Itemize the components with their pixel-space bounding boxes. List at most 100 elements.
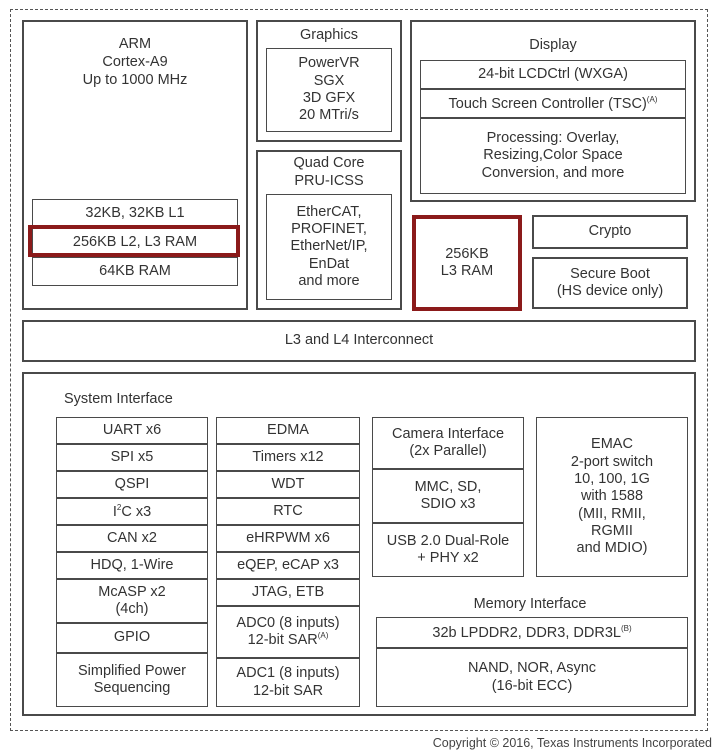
arm-core: Cortex-A9 [102, 54, 168, 70]
emac-line-4: with 1588 [580, 488, 644, 505]
gpu-box: PowerVR SGX 3D GFX 20 MTri/s [266, 48, 392, 132]
i2c: I2C x3 [56, 498, 208, 525]
pru-line-1: EtherCAT, [296, 203, 362, 220]
processing-line-2: Resizing,Color Space [483, 147, 623, 164]
peripheral-column-1: UART x6 SPI x5 QSPI I2C x3 CAN x2 HDQ, 1… [56, 417, 208, 707]
ddr-footnote: (B) [620, 624, 632, 634]
gpio: GPIO [56, 623, 208, 653]
gpu-line-4: 20 MTri/s [299, 107, 359, 124]
tsc-label: Touch Screen Controller (TSC) [448, 96, 647, 112]
nand-line-2: (16-bit ECC) [491, 677, 573, 694]
can: CAN x2 [56, 525, 208, 552]
secure-boot-line-2: (HS device only) [556, 283, 664, 299]
system-interface-title: System Interface [64, 391, 173, 407]
pru-line-3: EtherNet/IP, [290, 238, 368, 255]
rtc: RTC [216, 498, 360, 525]
l2-cache: 256KB L2, L3 RAM [32, 228, 238, 257]
tsc: Touch Screen Controller (TSC)(A) [420, 89, 686, 118]
mcasp: McASP x2 (4ch) [56, 579, 208, 623]
arm-freq: Up to 1000 MHz [82, 72, 188, 88]
pru-title-1: Quad Core [293, 155, 365, 171]
tsc-footnote: (A) [646, 95, 658, 105]
power-line-1: Simplified Power [78, 662, 186, 679]
arm-ram: 64KB RAM [32, 257, 238, 286]
crypto-block: Crypto [532, 215, 688, 249]
ddr-label: 32b LPDDR2, DDR3, DDR3L [432, 625, 621, 641]
emac-block: EMAC 2-port switch 10, 100, 1G with 1588… [536, 417, 688, 577]
usb-line-1: USB 2.0 Dual-Role [386, 532, 510, 549]
peripheral-column-2: EDMA Timers x12 WDT RTC eHRPWM x6 eQEP, … [216, 417, 360, 707]
hdq: HDQ, 1-Wire [56, 552, 208, 579]
l1-cache: 32KB, 32KB L1 [32, 199, 238, 228]
i2c-sup: 2 [116, 503, 122, 513]
adc0-footnote: (A) [317, 631, 329, 641]
l3-ram-block: 256KB L3 RAM [412, 215, 522, 311]
timers: Timers x12 [216, 444, 360, 471]
emac-line-7: and MDIO) [576, 540, 648, 557]
gpu-line-2: SGX [313, 72, 345, 89]
l2-cache-highlight [28, 225, 240, 257]
adc0-line-2: 12-bit SAR [247, 632, 318, 648]
power-sequencing: Simplified Power Sequencing [56, 653, 208, 707]
emac-line-2: 2-port switch [570, 453, 654, 470]
arm-title: ARM [118, 36, 152, 52]
pru-protocols-box: EtherCAT, PROFINET, EtherNet/IP, EnDat a… [266, 194, 392, 300]
memory-interface-stack: 32b LPDDR2, DDR3, DDR3L(B) NAND, NOR, As… [376, 617, 688, 707]
display-processing: Processing: Overlay, Resizing,Color Spac… [420, 118, 686, 194]
mmc-sd: MMC, SD, SDIO x3 [372, 469, 524, 523]
ddr-controller: 32b LPDDR2, DDR3, DDR3L(B) [376, 617, 688, 648]
arm-memory-stack: 32KB, 32KB L1 256KB L2, L3 RAM 64KB RAM [32, 199, 238, 286]
soc-boundary [10, 9, 708, 731]
graphics-title: Graphics [299, 27, 359, 43]
peripheral-column-3: Camera Interface (2x Parallel) MMC, SD, … [372, 417, 524, 577]
emac-line-1: EMAC [591, 436, 633, 453]
power-line-2: Sequencing [93, 680, 171, 696]
wdt: WDT [216, 471, 360, 498]
uart: UART x6 [56, 417, 208, 444]
l3-ram-line-1: 256KB [445, 245, 489, 262]
display-title: Display [529, 37, 577, 53]
camera-line-2: (2x Parallel) [409, 443, 487, 459]
mmc-line-1: MMC, SD, [414, 478, 482, 495]
processing-line-1: Processing: Overlay, [486, 129, 620, 146]
secure-boot-block: Secure Boot (HS device only) [532, 257, 688, 309]
copyright: Copyright © 2016, Texas Instruments Inco… [432, 736, 712, 750]
nand-controller: NAND, NOR, Async (16-bit ECC) [376, 648, 688, 707]
memory-interface-title: Memory Interface [473, 596, 587, 612]
mcasp-line-1: McASP x2 [98, 583, 166, 600]
emac-line-5: (MII, RMII, [578, 505, 646, 522]
pru-title-2: PRU-ICSS [294, 173, 364, 189]
ehrpwm: eHRPWM x6 [216, 525, 360, 552]
nand-line-1: NAND, NOR, Async [467, 660, 597, 677]
camera-interface: Camera Interface (2x Parallel) [372, 417, 524, 469]
camera-line-1: Camera Interface [391, 425, 505, 442]
processing-line-3: Conversion, and more [481, 164, 625, 181]
adc0-line-1: ADC0 (8 inputs) [236, 614, 340, 631]
gpu-line-3: 3D GFX [302, 90, 356, 106]
adc0: ADC0 (8 inputs) 12-bit SAR(A) [216, 606, 360, 658]
display-stack: 24-bit LCDCtrl (WXGA) Touch Screen Contr… [420, 60, 686, 194]
pru-line-4: EnDat [308, 255, 350, 272]
jtag-etb: JTAG, ETB [216, 579, 360, 606]
gpu-line-1: PowerVR [298, 55, 360, 72]
pru-line-5: and more [298, 273, 360, 290]
adc1-line-2: 12-bit SAR [252, 682, 324, 699]
i2c-label: C x3 [121, 504, 152, 520]
emac-line-6: RGMII [591, 523, 633, 540]
eqep-ecap: eQEP, eCAP x3 [216, 552, 360, 579]
pru-line-2: PROFINET, [291, 220, 367, 237]
interconnect-bar: L3 and L4 Interconnect [22, 320, 696, 362]
emac-line-3: 10, 100, 1G [574, 470, 650, 487]
edma: EDMA [216, 417, 360, 444]
usb: USB 2.0 Dual-Role + PHY x2 [372, 523, 524, 577]
secure-boot-line-1: Secure Boot [570, 265, 650, 282]
i2c-prefix: I [112, 504, 117, 520]
usb-line-2: + PHY x2 [417, 550, 479, 566]
adc1: ADC1 (8 inputs) 12-bit SAR [216, 658, 360, 707]
mcasp-line-2: (4ch) [115, 601, 149, 617]
qspi: QSPI [56, 471, 208, 498]
adc1-line-1: ADC1 (8 inputs) [236, 665, 340, 682]
mmc-line-2: SDIO x3 [420, 496, 476, 512]
l3-ram-line-2: L3 RAM [440, 263, 494, 279]
spi: SPI x5 [56, 444, 208, 471]
